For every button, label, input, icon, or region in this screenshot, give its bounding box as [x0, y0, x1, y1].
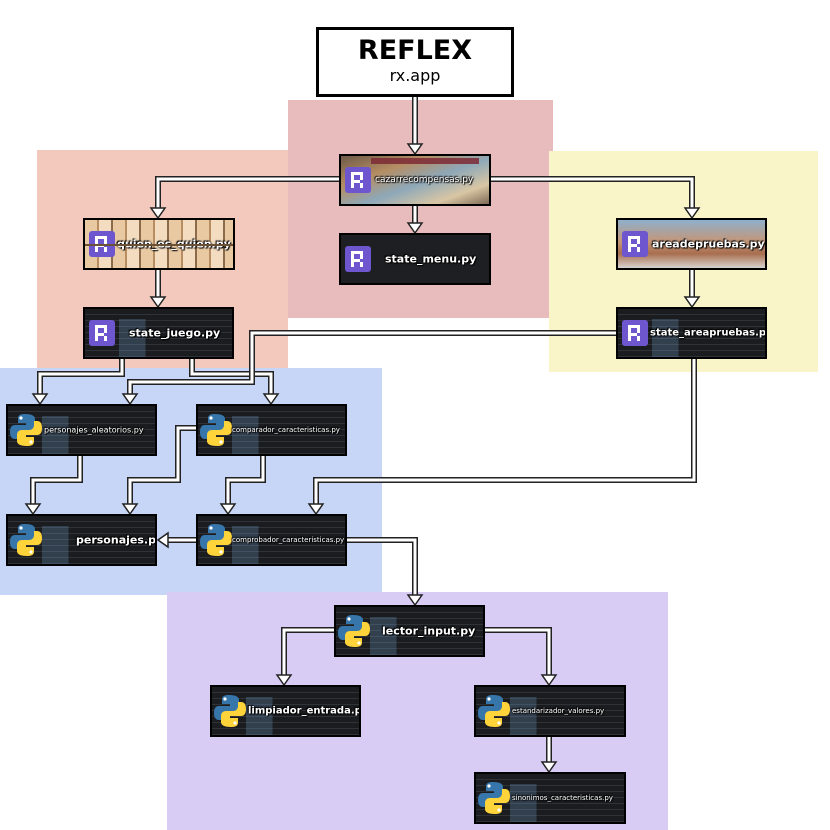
- wire-root-cazar: [406, 97, 424, 156]
- arrow-head: [219, 503, 237, 516]
- arrow-head: [275, 674, 293, 687]
- node-lector-input[interactable]: lector_input.py: [334, 605, 485, 657]
- arrow-head: [31, 393, 49, 406]
- reflex-icon: [345, 167, 371, 193]
- node-areadepruebas[interactable]: areadepruebas.py: [616, 218, 767, 270]
- node-label: lector_input.py: [382, 624, 476, 638]
- node-cazarrecompensas[interactable]: cazarrecompensas.py: [339, 154, 491, 206]
- node-label: sinonimos_caracteristicas.py: [512, 794, 613, 802]
- python-icon: [338, 614, 370, 648]
- arrow-head: [406, 222, 424, 235]
- node-label: cazarrecompensas.py: [375, 175, 474, 185]
- reflex-root-node[interactable]: REFLEX rx.app: [316, 27, 514, 97]
- node-label: state_areapruebas.py: [650, 327, 767, 339]
- node-state-juego[interactable]: state_juego.py: [83, 307, 234, 359]
- arrow-head: [406, 143, 424, 156]
- wire-stateareap-comprobador: [307, 359, 697, 516]
- arrow-head: [540, 674, 558, 687]
- node-state-menu[interactable]: state_menu.py: [339, 233, 491, 285]
- wire-juego-persaleat: [31, 359, 125, 406]
- node-personajes[interactable]: personajes.py: [6, 514, 157, 566]
- wire-lector-limpiador: [275, 627, 334, 687]
- reflex-icon: [89, 320, 115, 346]
- wire-cazar-menu: [406, 206, 424, 235]
- wire-comparador-comprobador: [219, 456, 266, 516]
- arrow-head: [683, 296, 701, 309]
- wire-cazar-quien: [149, 176, 339, 220]
- arrow-head: [262, 393, 280, 406]
- wire-area-stateareap: [683, 270, 701, 309]
- root-subtitle: rx.app: [389, 66, 441, 85]
- node-label: limpiador_entrada.py: [248, 705, 361, 717]
- node-limpiador-entrada[interactable]: limpiador_entrada.py: [210, 685, 361, 737]
- reflex-icon: [345, 246, 371, 272]
- python-icon: [214, 694, 246, 728]
- root-title: REFLEX: [357, 35, 473, 66]
- node-quien-es-quien[interactable]: quien_es_quien.py: [83, 218, 235, 270]
- node-label: state_menu.py: [385, 252, 477, 266]
- arrow-head: [307, 503, 325, 516]
- python-icon: [200, 413, 232, 447]
- node-personajes-aleatorios[interactable]: personajes_aleatorios.py: [6, 404, 157, 456]
- wire-juego-comparador: [189, 359, 280, 406]
- node-comparador-caracteristicas[interactable]: comparador_caracteristicas.py: [196, 404, 347, 456]
- node-estandarizador-valores[interactable]: estandarizador_valores.py: [474, 685, 626, 737]
- node-state-areapruebas[interactable]: state_areapruebas.py: [616, 307, 767, 359]
- wire-quien-juego: [149, 270, 167, 309]
- wire-comprobador-personajes: [156, 531, 196, 549]
- arrow-head: [121, 503, 139, 516]
- wire-cazar-area: [491, 176, 701, 220]
- wire-comparador-personajes: [121, 425, 198, 516]
- wire-persaleat-personajes: [24, 456, 83, 516]
- arrow-head: [149, 296, 167, 309]
- python-icon: [478, 694, 510, 728]
- python-icon: [478, 781, 510, 815]
- node-label: state_juego.py: [129, 326, 221, 340]
- arrow-head: [156, 531, 169, 549]
- node-label: personajes_aleatorios.py: [44, 425, 144, 435]
- arrow-head: [683, 207, 701, 220]
- arrow-head: [406, 594, 424, 607]
- reflex-icon: [622, 320, 648, 346]
- wire-comprobador-lector: [347, 537, 424, 607]
- wire-lector-estandarizador: [485, 627, 558, 687]
- python-icon: [10, 413, 42, 447]
- arrow-head: [121, 393, 139, 406]
- python-icon: [200, 523, 232, 557]
- arrow-head: [24, 503, 42, 516]
- arrow-head: [149, 207, 167, 220]
- wire-estandarizador-sinonimos: [540, 737, 558, 774]
- node-sinonimos-caracteristicas[interactable]: sinonimos_caracteristicas.py: [474, 772, 626, 824]
- node-label: comprobador_caracteristicas.py: [232, 536, 345, 544]
- node-label: comparador_caracteristicas.py: [232, 426, 340, 434]
- node-label: estandarizador_valores.py: [512, 707, 605, 715]
- python-icon: [10, 523, 42, 557]
- reflex-icon: [622, 231, 648, 257]
- reflex-icon: [89, 231, 115, 257]
- node-label: personajes.py: [76, 533, 157, 547]
- arrow-head: [540, 761, 558, 774]
- node-label: quien_es_quien.py: [117, 237, 231, 251]
- wire-stateareap-persaleat: [121, 330, 616, 406]
- node-comprobador-caracteristicas[interactable]: comprobador_caracteristicas.py: [196, 514, 347, 566]
- node-label: areadepruebas.py: [652, 237, 765, 251]
